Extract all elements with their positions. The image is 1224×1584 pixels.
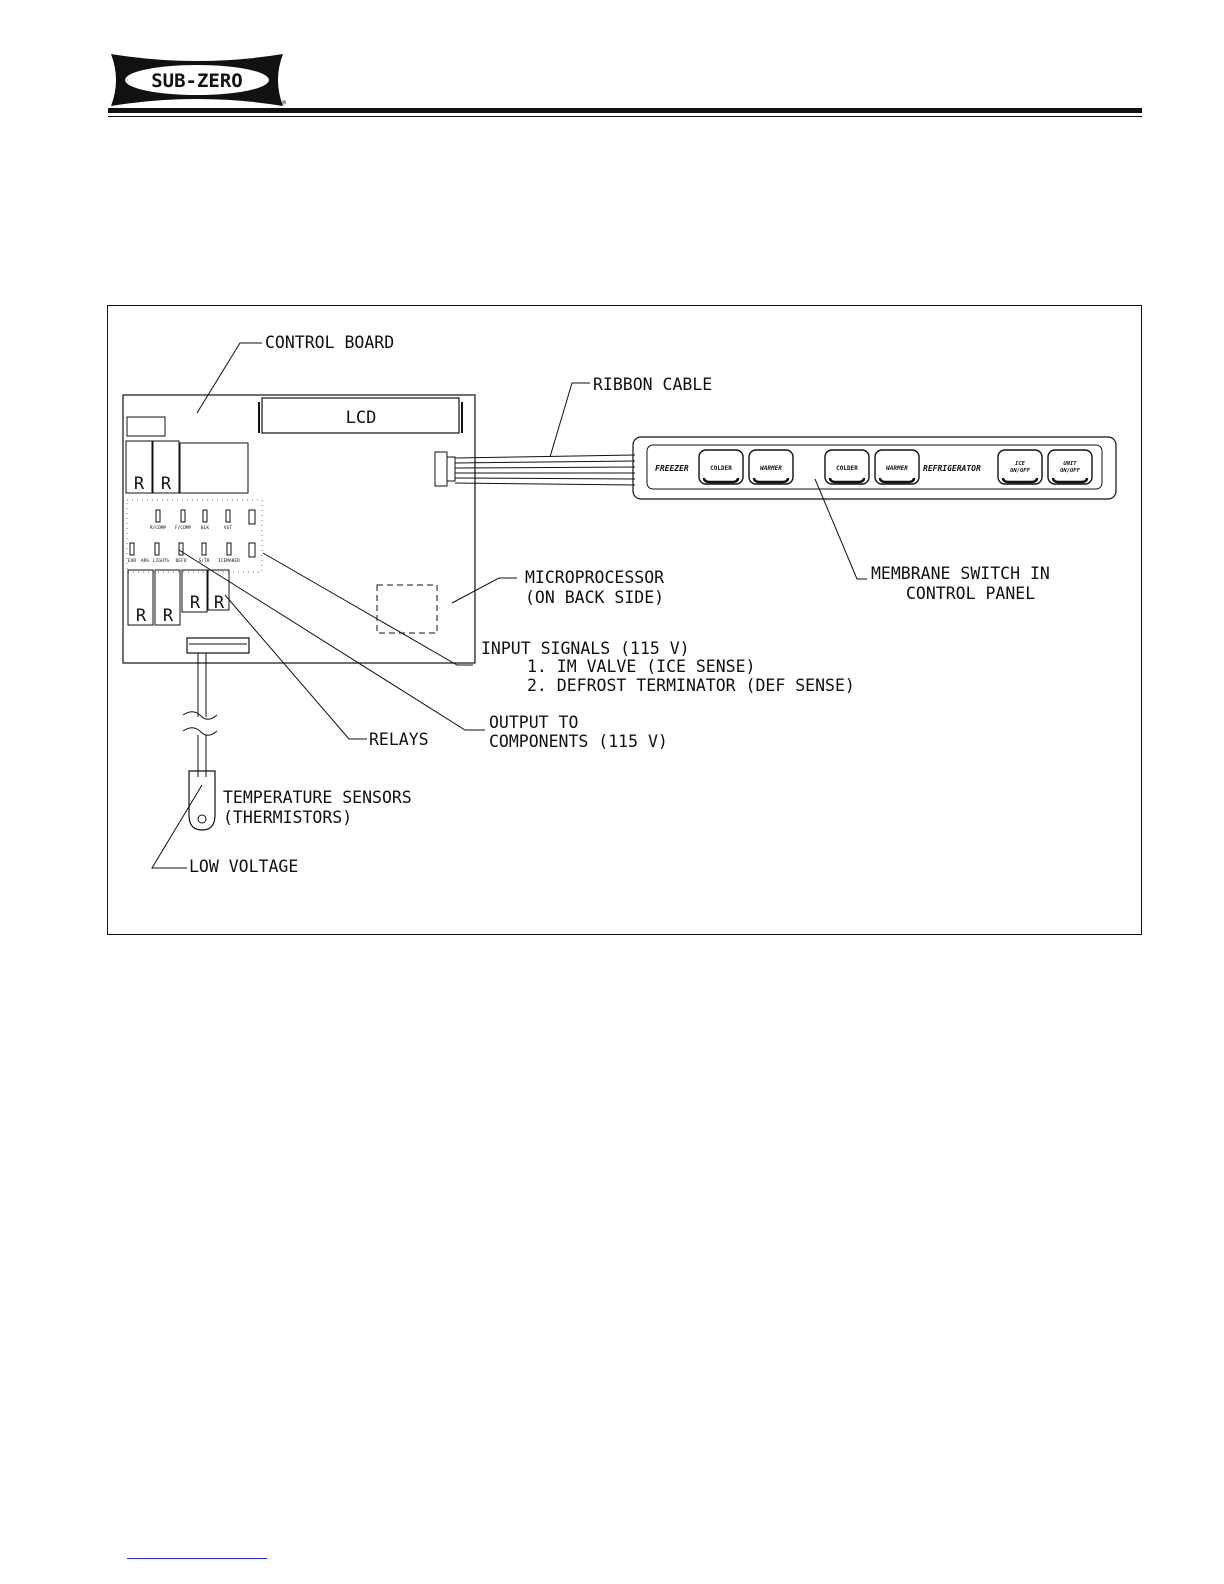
leader-lines	[151, 342, 867, 869]
transformer-block	[179, 442, 249, 494]
relay-letter: R	[163, 606, 174, 626]
diagram-border	[107, 305, 1142, 935]
input-signals-title: INPUT SIGNALS (115 V)	[481, 639, 690, 658]
board-connector-block	[126, 416, 166, 437]
relay-bottom-1	[127, 569, 154, 626]
ribbon-cable-label: RIBBON CABLE	[593, 375, 712, 394]
lcd-display	[261, 397, 460, 434]
input-signal-item: 1. IM VALVE (ICE SENSE)	[527, 657, 755, 676]
footer-link-underline	[127, 1558, 267, 1559]
relay-letter: R	[134, 474, 145, 494]
terminal-label: R/COMP	[150, 525, 167, 531]
svg-text:ICE: ICE	[1015, 461, 1026, 467]
terminal-label: LIGHTS	[153, 558, 170, 564]
svg-text:ON/OFF: ON/OFF	[1010, 468, 1031, 474]
refrigerator-label: REFRIGERATOR	[923, 464, 981, 473]
microprocessor-sublabel: (ON BACK SIDE)	[525, 588, 664, 607]
svg-text:WARMER: WARMER	[760, 465, 782, 472]
registered-mark: ®	[282, 99, 287, 107]
sub-zero-logo: SUB-ZERO ®	[111, 54, 287, 107]
control-board-label: CONTROL BOARD	[265, 333, 394, 352]
output-label: OUTPUT TO	[489, 713, 578, 732]
relay-bottom-2	[154, 569, 181, 626]
ice-on-off-button[interactable]: ICE ON/OFF	[997, 449, 1043, 485]
terminal-label: ICEMAKER	[218, 558, 240, 564]
control-panel	[632, 436, 1117, 500]
svg-text:COLDER: COLDER	[710, 465, 732, 472]
relays-label: RELAYS	[369, 730, 429, 749]
sensor-connector	[186, 637, 250, 654]
terminal-label: EVR	[128, 558, 136, 564]
svg-text:ON/OFF: ON/OFF	[1060, 468, 1081, 474]
thermistors-sublabel: (THERMISTORS)	[223, 808, 352, 827]
membrane-switch-label: MEMBRANE SWITCH IN	[871, 564, 1050, 583]
microprocessor-label: MICROPROCESSOR	[525, 568, 664, 587]
freezer-colder-button[interactable]: COLDER	[698, 449, 744, 485]
low-voltage-label: LOW VOLTAGE	[189, 857, 298, 876]
terminal-label: BLK	[201, 525, 209, 531]
refrigerator-warmer-button[interactable]: WARMER	[874, 449, 920, 485]
refrigerator-colder-button[interactable]: COLDER	[824, 449, 870, 485]
terminal-label: DEFO	[176, 558, 187, 564]
svg-text:UNIT: UNIT	[1063, 461, 1077, 467]
terminal-label: F/COMP	[175, 525, 192, 531]
logo-text: SUB-ZERO	[151, 70, 243, 92]
terminal-label: S/TR	[199, 558, 210, 564]
relay-top-1	[125, 440, 153, 494]
terminal-label: VST	[224, 525, 232, 531]
freezer-warmer-button[interactable]: WARMER	[748, 449, 794, 485]
header-rule-thick	[108, 108, 1142, 113]
header-rule-thin	[108, 116, 1142, 117]
input-signal-item: 2. DEFROST TERMINATOR (DEF SENSE)	[527, 676, 855, 695]
terminal-label: ARG	[141, 558, 149, 564]
relay-letter: R	[161, 474, 172, 494]
freezer-label: FREEZER	[655, 464, 689, 473]
microprocessor	[376, 584, 438, 634]
relay-bottom-3	[181, 569, 208, 613]
terminal-area	[126, 499, 263, 573]
relay-top-2	[152, 440, 180, 494]
relay-letter: R	[190, 593, 201, 613]
relay-bottom-4	[207, 569, 230, 611]
unit-on-off-button[interactable]: UNIT ON/OFF	[1047, 449, 1093, 485]
control-board	[122, 394, 476, 664]
lcd-label: LCD	[346, 408, 377, 428]
relay-letter: R	[136, 606, 147, 626]
svg-text:COLDER: COLDER	[836, 465, 858, 472]
temperature-sensors-label: TEMPERATURE SENSORS	[223, 788, 412, 807]
thermistor-probe	[182, 653, 218, 831]
membrane-switch-sublabel: CONTROL PANEL	[906, 584, 1035, 603]
control-system-diagram: LCD R R R/COMP F/COMP BLK VST EVR ARG LI…	[107, 305, 1142, 935]
membrane-switch	[646, 444, 1103, 490]
svg-text:WARMER: WARMER	[886, 465, 908, 472]
output-sublabel: COMPONENTS (115 V)	[489, 732, 668, 751]
relay-letter: R	[214, 593, 225, 613]
